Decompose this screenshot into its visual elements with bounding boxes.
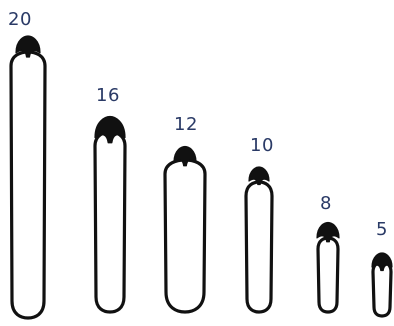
sprout-body — [95, 132, 125, 312]
sprout-cap — [317, 223, 339, 242]
size-label-12: 12 — [174, 115, 198, 135]
size-label-16: 16 — [96, 86, 120, 106]
sprout-cap — [249, 167, 269, 185]
size-label-20: 20 — [8, 10, 32, 30]
bean-sprout-icon — [165, 147, 205, 313]
size-label-5: 5 — [376, 220, 388, 240]
sprout-body — [165, 160, 205, 312]
sprout-body — [11, 52, 45, 318]
sprout-body — [246, 182, 272, 312]
size-label-10: 10 — [250, 136, 274, 156]
bean-sprout-icon — [317, 223, 339, 313]
sprout-body — [318, 238, 338, 312]
bean-sprout-icon — [95, 117, 125, 313]
bean-sprout-icon — [246, 167, 272, 312]
size-label-8: 8 — [320, 194, 332, 214]
bean-sprout-icon — [11, 36, 45, 318]
bean-sprout-icon — [372, 253, 392, 316]
